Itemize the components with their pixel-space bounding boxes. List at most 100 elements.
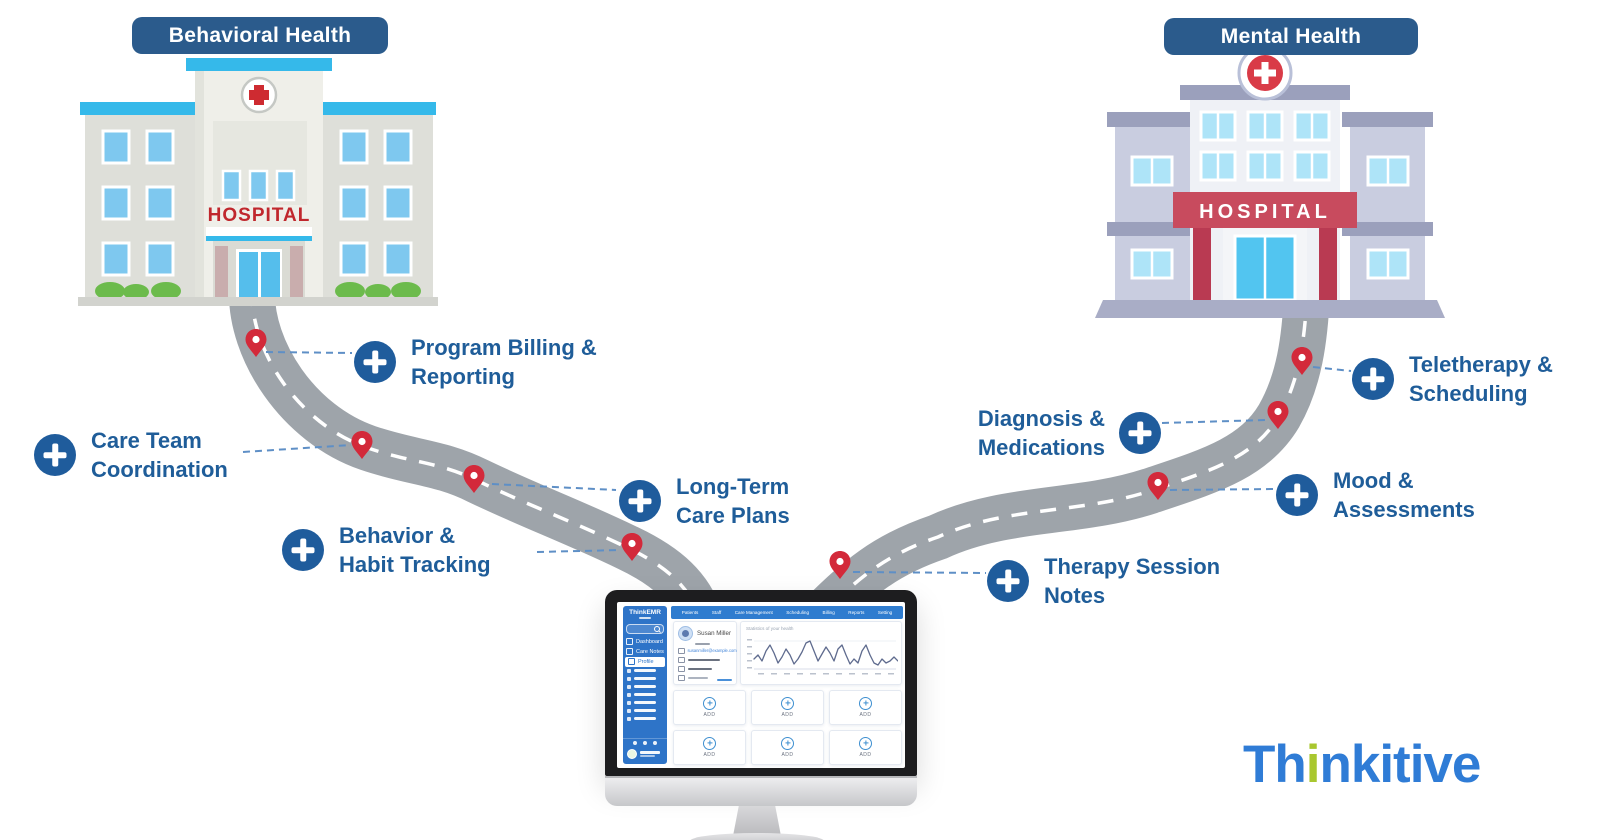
chart-title: Statistics of your health — [746, 626, 794, 631]
feature-behavior-tracking: Behavior &Habit Tracking — [282, 521, 491, 579]
y-axis-ticks — [747, 639, 752, 669]
plus-icon — [34, 434, 76, 476]
nav-reports[interactable]: Reports — [848, 610, 865, 615]
sidebar-footer-icons — [623, 738, 667, 747]
sidebar-placeholder-item[interactable] — [623, 715, 667, 723]
behavioral-health-pill: Behavioral Health — [132, 17, 388, 54]
emr-logo-underline — [639, 617, 651, 619]
pin-behavior — [621, 533, 643, 561]
add-card[interactable]: ADD — [751, 730, 824, 765]
person-icon — [628, 658, 635, 665]
behavioral-health-label: Behavioral Health — [168, 23, 352, 47]
plus-icon — [282, 529, 324, 571]
menu-icon — [627, 684, 631, 689]
nav-setting[interactable]: Setting — [877, 610, 893, 615]
behavioral-hospital-building: HOSPITAL — [78, 58, 438, 306]
pin-program-billing — [245, 329, 267, 357]
plus-icon — [1119, 412, 1161, 454]
monitor-chin — [605, 776, 917, 806]
road-right — [801, 291, 1330, 635]
add-plus-icon — [859, 736, 872, 750]
sidebar-item-profile[interactable]: Profile — [625, 656, 665, 667]
feature-program-billing: Program Billing &Reporting — [354, 333, 597, 391]
add-card-grid: ADD ADD ADD ADD ADD ADD — [673, 690, 902, 765]
plus-icon — [1276, 474, 1318, 516]
sidebar-item-dashboard[interactable]: Dashboard — [623, 637, 667, 647]
plus-icon — [1352, 358, 1394, 400]
wing-windows — [101, 129, 413, 277]
menu-icon — [627, 716, 631, 721]
plus-icon — [619, 480, 661, 522]
bell-icon[interactable] — [643, 741, 647, 745]
monitor-stand-neck — [733, 806, 781, 836]
health-sparkline — [753, 640, 903, 666]
dashboard-icon — [626, 638, 633, 645]
menu-icon — [627, 708, 631, 713]
sidebar-placeholder-item[interactable] — [623, 691, 667, 699]
add-card[interactable]: ADD — [829, 690, 902, 725]
feature-label: Diagnosis &Medications — [977, 406, 1105, 460]
map-pins — [245, 329, 1313, 579]
sidebar-user-chip[interactable] — [623, 747, 667, 761]
add-card[interactable]: ADD — [673, 690, 746, 725]
menu-icon — [627, 700, 631, 705]
pin-teletherapy — [1291, 347, 1313, 375]
plus-icon — [354, 341, 396, 383]
patient-email[interactable]: susanmiller@example.com — [687, 648, 737, 654]
feature-mood: Mood &Assessments — [1276, 466, 1475, 524]
sidebar-placeholder-item[interactable] — [623, 675, 667, 683]
mental-health-label: Mental Health — [1220, 24, 1362, 48]
patient-details-link[interactable] — [717, 679, 732, 681]
patient-card: Susan Miller susanmiller@example.com — [673, 621, 737, 685]
feature-label: Teletherapy &Scheduling — [1409, 352, 1553, 406]
emr-top-nav: Patients Staff Care Management Schedulin… — [671, 606, 903, 619]
logo-accent-letter: i — [1305, 735, 1321, 794]
nav-scheduling[interactable]: Scheduling — [786, 610, 810, 615]
feature-diagnosis: Diagnosis &Medications — [935, 404, 1161, 462]
emr-sidebar: ThinkEMR Dashboard Care Notes Profile — [623, 606, 667, 764]
feature-label: Mood &Assessments — [1333, 468, 1475, 522]
add-plus-icon — [781, 736, 794, 750]
gear-icon[interactable] — [633, 741, 637, 745]
add-plus-icon — [781, 696, 794, 710]
sidebar-item-care-notes[interactable]: Care Notes — [623, 647, 667, 657]
bushes — [95, 282, 421, 300]
connector-lines — [242, 351, 1352, 574]
add-card[interactable]: ADD — [751, 690, 824, 725]
menu-icon — [627, 676, 631, 681]
patient-avatar — [678, 626, 693, 641]
speaker-icon[interactable] — [653, 741, 657, 745]
emr-screen: ThinkEMR Dashboard Care Notes Profile — [617, 602, 905, 768]
add-plus-icon — [703, 736, 716, 750]
nav-care-management[interactable]: Care Management — [734, 610, 773, 615]
notes-icon — [626, 648, 633, 655]
pin-mood — [1147, 472, 1169, 500]
feature-teletherapy: Teletherapy &Scheduling — [1352, 350, 1553, 408]
road-right-centerline — [816, 291, 1309, 620]
emr-search-input[interactable] — [626, 623, 664, 634]
add-plus-icon — [859, 696, 872, 710]
menu-icon — [627, 692, 631, 697]
sidebar-placeholder-item[interactable] — [623, 707, 667, 715]
emr-logo: ThinkEMR — [629, 609, 661, 616]
nav-patients[interactable]: Patients — [681, 610, 699, 615]
entrance-door — [239, 252, 258, 298]
nav-staff[interactable]: Staff — [711, 610, 722, 615]
sidebar-placeholder-item[interactable] — [623, 683, 667, 691]
add-card[interactable]: ADD — [673, 730, 746, 765]
mental-hospital-building: HOSPITAL — [1095, 45, 1445, 318]
nav-billing[interactable]: Billing — [822, 610, 835, 615]
add-card[interactable]: ADD — [829, 730, 902, 765]
sidebar-placeholder-item[interactable] — [623, 667, 667, 675]
feature-label: Program Billing &Reporting — [411, 335, 597, 389]
sidebar-placeholder-item[interactable] — [623, 699, 667, 707]
mental-health-pill: Mental Health — [1164, 18, 1418, 55]
